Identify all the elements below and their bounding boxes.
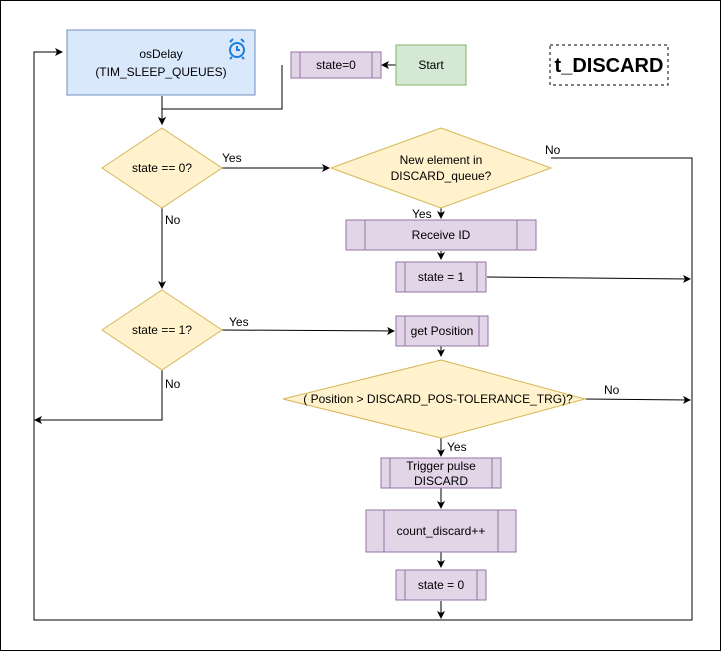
label-new-element-yes: Yes bbox=[412, 207, 432, 221]
decision-state0[interactable]: state == 0? bbox=[101, 127, 223, 209]
label-position-no: No bbox=[604, 383, 620, 397]
trigger-pulse-label-1: Trigger pulse bbox=[406, 459, 476, 473]
edge-position-no bbox=[584, 395, 691, 404]
decision-new-element[interactable]: New element in DISCARD_queue? bbox=[329, 127, 553, 209]
label-new-element-no: No bbox=[545, 143, 561, 157]
label-position-yes: Yes bbox=[447, 440, 467, 454]
count-discard-node[interactable]: count_discard++ bbox=[365, 509, 517, 553]
receive-id-node[interactable]: Receive ID bbox=[345, 219, 537, 251]
edge-state1-no bbox=[34, 370, 163, 424]
state-init-label: state=0 bbox=[316, 58, 356, 72]
decision-new-element-label-1: New element in bbox=[400, 153, 483, 167]
decision-state0-label: state == 0? bbox=[132, 161, 192, 175]
state-set1-label: state = 1 bbox=[418, 270, 465, 284]
start-label: Start bbox=[418, 58, 444, 72]
count-discard-label: count_discard++ bbox=[397, 524, 486, 538]
label-state0-no: No bbox=[165, 213, 181, 227]
edge-state1-to-right bbox=[486, 274, 691, 283]
trigger-pulse-label-2: DISCARD bbox=[414, 474, 468, 488]
os-delay-node[interactable]: osDelay (TIM_SLEEP_QUEUES) bbox=[66, 29, 256, 96]
label-state1-no: No bbox=[165, 377, 181, 391]
state-set1-node[interactable]: state = 1 bbox=[395, 261, 487, 293]
state-init-node[interactable]: state=0 bbox=[290, 51, 382, 79]
decision-new-element-label-2: DISCARD_queue? bbox=[391, 169, 492, 183]
os-delay-label-2: (TIM_SLEEP_QUEUES) bbox=[95, 65, 226, 79]
os-delay-label-1: osDelay bbox=[139, 47, 182, 61]
get-position-node[interactable]: get Position bbox=[395, 315, 489, 347]
decision-state1[interactable]: state == 1? bbox=[101, 289, 223, 371]
receive-id-label: Receive ID bbox=[412, 228, 471, 242]
start-node[interactable]: Start bbox=[395, 44, 467, 86]
decision-position-label: ( Position > DISCARD_POS-TOLERANCE_TRG)? bbox=[303, 392, 573, 406]
label-state1-yes: Yes bbox=[229, 315, 249, 329]
state-set0-node[interactable]: state = 0 bbox=[395, 569, 487, 601]
trigger-pulse-node[interactable]: Trigger pulse DISCARD bbox=[380, 457, 502, 489]
title-box bbox=[549, 44, 669, 86]
alarm-clock-icon bbox=[229, 38, 245, 60]
diagram-title: t_DISCARD bbox=[555, 55, 664, 77]
edge-state1-yes bbox=[221, 326, 395, 335]
edge-new-element-no bbox=[33, 48, 693, 621]
decision-state1-label: state == 1? bbox=[132, 323, 192, 337]
state-set0-label: state = 0 bbox=[418, 578, 465, 592]
get-position-label: get Position bbox=[411, 324, 474, 338]
label-state0-yes: Yes bbox=[222, 151, 242, 165]
decision-position[interactable]: ( Position > DISCARD_POS-TOLERANCE_TRG)? bbox=[282, 359, 587, 439]
